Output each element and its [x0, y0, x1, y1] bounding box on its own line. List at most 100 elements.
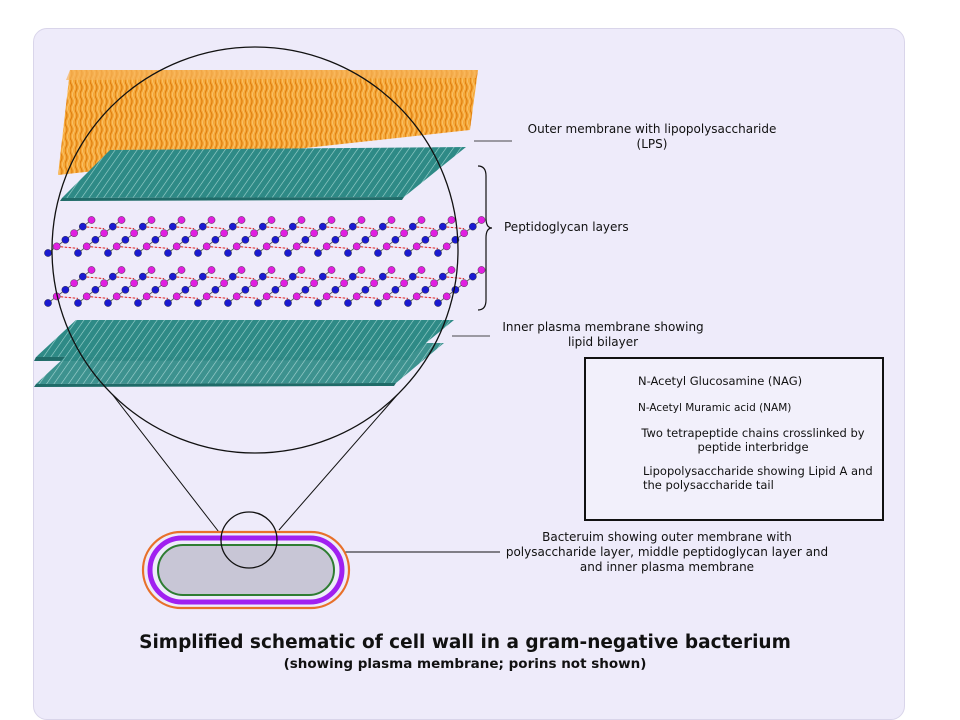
- nam-unit: [254, 249, 262, 257]
- nam-unit: [211, 235, 220, 244]
- nam-unit: [284, 249, 292, 257]
- nam-unit: [61, 285, 70, 294]
- nag-unit: [442, 292, 451, 301]
- nam-unit: [378, 222, 387, 231]
- outer-membrane-label: Outer membrane with lipopolysaccharide (…: [527, 122, 777, 151]
- peptide-crosslink: [386, 245, 409, 249]
- nam-unit: [271, 235, 280, 244]
- peptide-crosslink: [146, 295, 169, 299]
- nam-unit: [421, 285, 430, 294]
- nag-unit: [340, 279, 348, 288]
- nag-unit: [310, 229, 318, 237]
- legend-lps-label: Lipopolysaccharide showing Lipid A and t…: [643, 464, 873, 492]
- nag-unit: [190, 279, 198, 288]
- nam-unit: [348, 272, 357, 281]
- nag-unit: [477, 216, 486, 224]
- nam-unit: [181, 285, 190, 294]
- nag-unit: [250, 279, 258, 288]
- peptidoglycan-bracket: [477, 165, 493, 311]
- peptide-crosslink: [116, 295, 139, 299]
- nag-unit: [280, 229, 288, 237]
- nag-unit: [447, 216, 456, 224]
- peptide-crosslink: [292, 276, 315, 280]
- nag-unit: [417, 216, 426, 224]
- peptide-crosslink: [176, 245, 199, 249]
- nam-unit: [151, 235, 160, 244]
- nag-unit: [352, 242, 361, 251]
- nam-unit: [198, 272, 207, 281]
- nag-unit: [130, 279, 138, 288]
- peptide-crosslink: [442, 276, 465, 280]
- nag-unit: [232, 292, 241, 301]
- peptide-crosslink: [322, 276, 345, 280]
- nam-unit: [361, 285, 370, 294]
- nag-unit: [310, 279, 318, 288]
- nag-unit: [207, 266, 216, 274]
- nag-unit: [400, 279, 408, 288]
- nam-unit: [44, 299, 52, 307]
- nam-unit: [254, 299, 262, 307]
- nam-unit: [438, 272, 447, 281]
- nag-unit: [352, 292, 361, 301]
- nam-unit: [434, 249, 442, 257]
- nag-unit: [117, 266, 126, 274]
- nam-unit: [408, 222, 417, 231]
- nam-unit: [288, 222, 297, 231]
- nam-unit: [79, 222, 87, 231]
- peptidoglycan-lattice: [44, 216, 486, 307]
- nam-unit: [121, 235, 130, 244]
- nag-unit: [232, 242, 241, 251]
- peptide-crosslink: [56, 245, 79, 249]
- nam-unit: [331, 285, 340, 294]
- nam-unit: [378, 272, 387, 281]
- peptide-crosslink: [386, 295, 409, 299]
- nam-unit: [241, 285, 250, 294]
- nam-unit: [344, 299, 352, 307]
- nam-unit: [138, 222, 147, 231]
- nag-unit: [147, 266, 156, 274]
- nam-unit: [74, 299, 82, 307]
- nam-unit: [168, 222, 177, 231]
- zoom-origin-circle: [220, 511, 278, 569]
- peptide-crosslink: [82, 226, 105, 230]
- nag-unit: [237, 216, 246, 224]
- nag-unit: [220, 279, 228, 288]
- nam-unit: [468, 272, 477, 281]
- nam-unit: [314, 299, 322, 307]
- nag-unit: [100, 229, 108, 237]
- nag-unit: [177, 266, 186, 274]
- nam-unit: [228, 272, 237, 281]
- nag-unit: [387, 216, 396, 224]
- nag-unit: [70, 229, 78, 237]
- peptide-crosslink: [232, 226, 255, 230]
- nam-unit: [91, 235, 100, 244]
- nam-unit: [318, 272, 327, 281]
- nam-unit: [194, 299, 202, 307]
- peptide-crosslink: [296, 295, 319, 299]
- peptide-crosslink: [176, 295, 199, 299]
- nam-unit: [151, 285, 160, 294]
- nam-unit: [258, 272, 267, 281]
- nam-unit: [301, 285, 310, 294]
- peptide-crosslink: [322, 226, 345, 230]
- nam-unit: [79, 272, 87, 281]
- peptide-crosslink: [142, 226, 165, 230]
- nag-unit: [430, 229, 438, 237]
- nag-unit: [207, 216, 216, 224]
- peptide-crosslink: [296, 245, 319, 249]
- nam-unit: [168, 272, 177, 281]
- nag-unit: [87, 266, 96, 274]
- magnification-circle: [51, 46, 459, 454]
- nag-unit: [280, 279, 288, 288]
- nag-unit: [477, 266, 486, 274]
- nag-unit: [142, 242, 151, 251]
- nam-unit: [301, 235, 310, 244]
- bacterium-label: Bacteruim showing outer membrane with po…: [505, 530, 829, 574]
- nag-unit: [382, 242, 391, 251]
- zoom-line-left: [111, 393, 223, 537]
- nam-unit: [391, 235, 400, 244]
- nam-unit: [224, 249, 232, 257]
- nam-unit: [434, 299, 442, 307]
- nag-unit: [292, 292, 301, 301]
